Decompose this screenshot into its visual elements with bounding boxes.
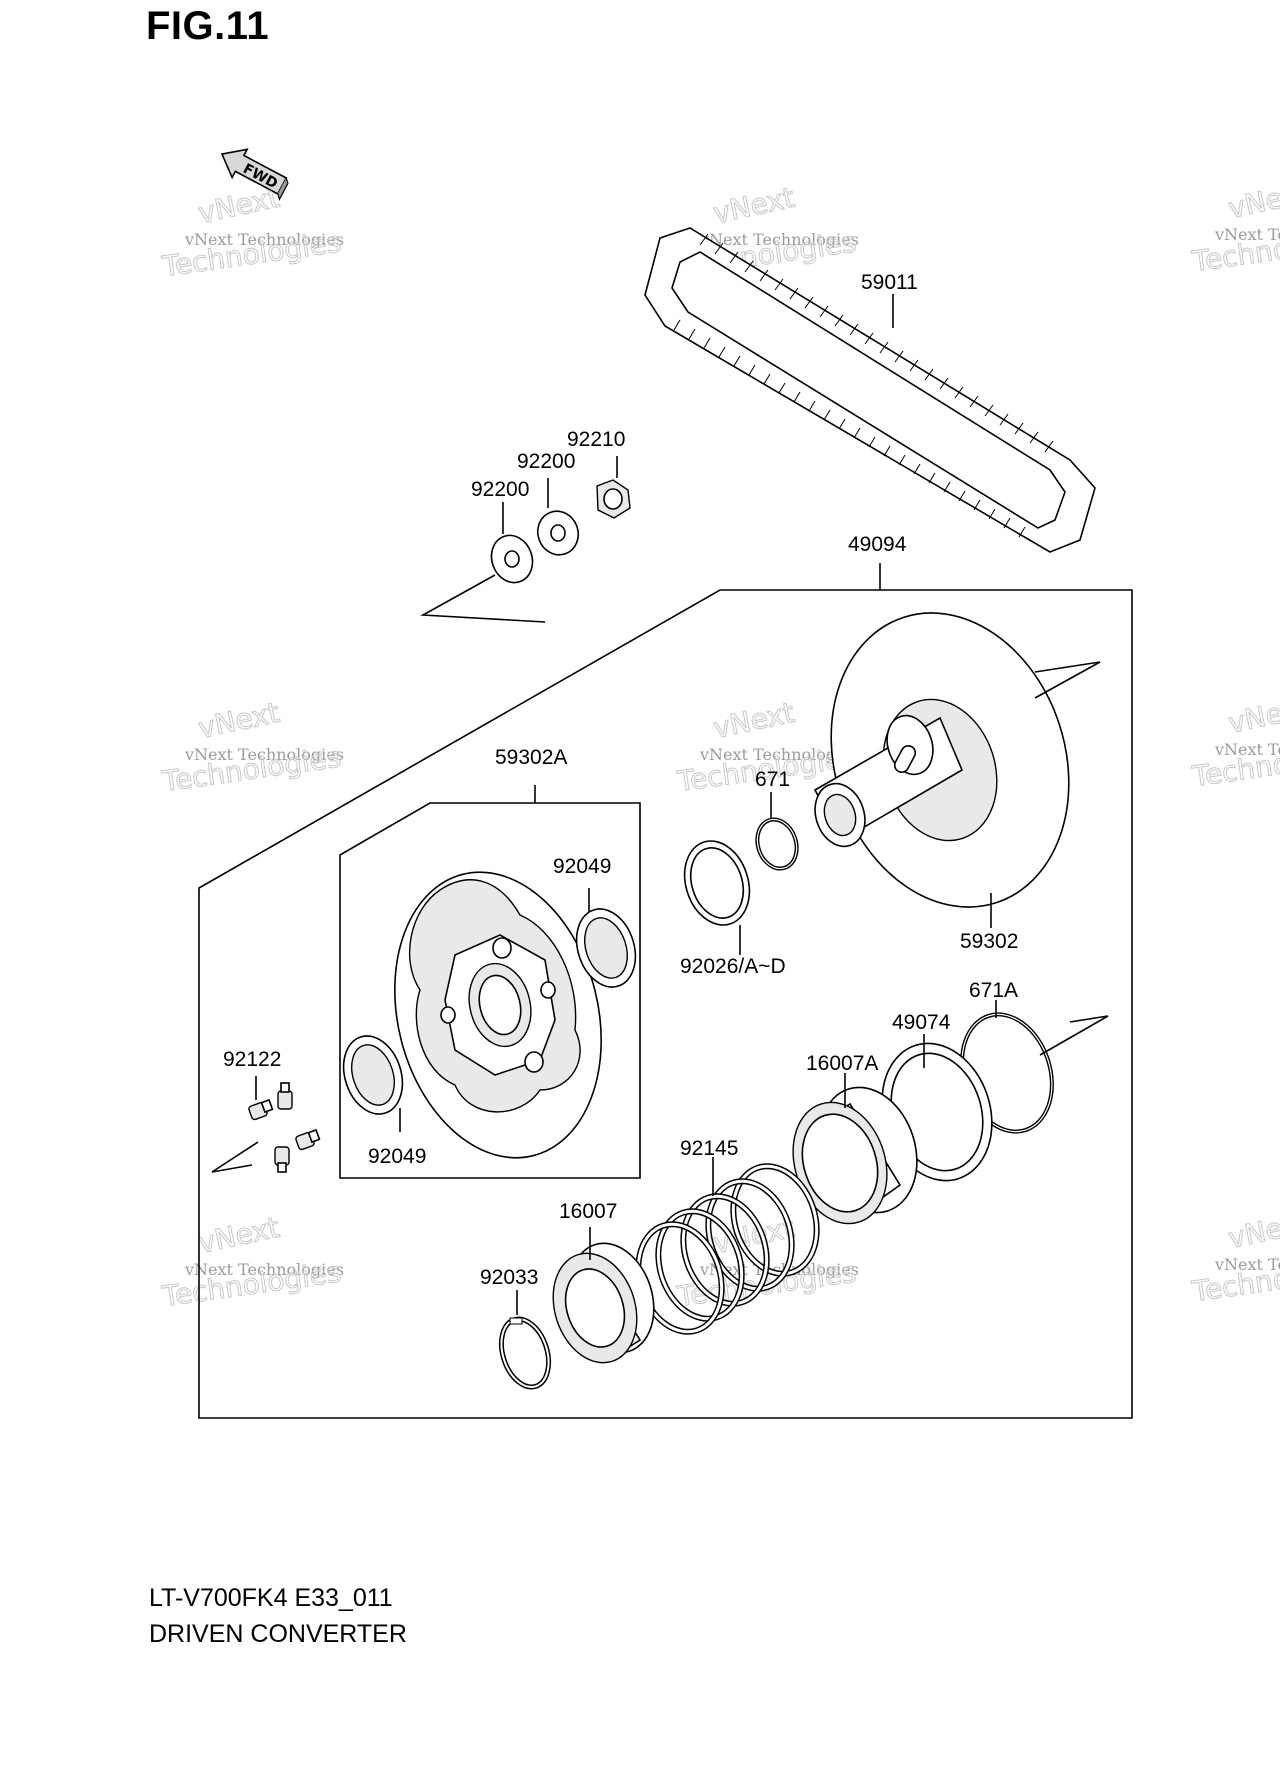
watermark-brand: vNext [1225, 691, 1280, 740]
snap-ring-92033 [498, 1290, 552, 1390]
sheave-plate-59302A [394, 871, 602, 1159]
watermark-brand: vNext [710, 181, 797, 230]
part-label-671A[interactable]: 671A [969, 979, 1018, 1002]
section-name: DRIVEN CONVERTER [149, 1620, 407, 1648]
part-label-671[interactable]: 671 [755, 768, 790, 791]
watermark-text: vNext Technologies [1214, 1255, 1280, 1274]
drive-belt [644, 227, 1096, 553]
spring-92145 [635, 1157, 820, 1335]
sheave-59302 [813, 612, 1101, 908]
part-label-49094[interactable]: 49094 [848, 533, 907, 556]
nut-92210 [596, 456, 631, 519]
leader-washer-group [420, 574, 546, 623]
watermark-text: vNext Technologies [699, 745, 859, 764]
watermark-brand: vNext [1225, 176, 1280, 225]
figure-title: FIG.11 [146, 4, 270, 48]
model-code: LT-V700FK4 E33_011 [149, 1584, 393, 1612]
washer-92200-a [490, 502, 534, 584]
part-label-59302A[interactable]: 59302A [495, 746, 567, 769]
part-label-59302[interactable]: 59302 [960, 930, 1018, 953]
watermark-text: vNext Technologies [184, 230, 344, 249]
part-label-92210[interactable]: 92210 [567, 428, 625, 451]
part-label-92049-upper[interactable]: 92049 [553, 855, 611, 878]
part-label-92049-lower[interactable]: 92049 [368, 1145, 426, 1168]
part-label-92122[interactable]: 92122 [223, 1048, 281, 1071]
part-label-92200-b[interactable]: 92200 [517, 450, 575, 473]
washer-92200-b [536, 478, 580, 556]
grease-nipple-92122 [211, 1076, 321, 1173]
watermark-text: vNext Technologies [184, 745, 344, 764]
part-label-92145[interactable]: 92145 [680, 1137, 738, 1160]
oil-seal-92049-lower [342, 1035, 404, 1132]
part-label-16007[interactable]: 16007 [559, 1200, 617, 1223]
part-label-92033[interactable]: 92033 [480, 1266, 538, 1289]
watermark-brand: vNext [1225, 1206, 1280, 1255]
watermark-text: vNext Technologies [1214, 740, 1280, 759]
part-label-92200-a[interactable]: 92200 [471, 478, 529, 501]
watermark-brand: vNext [195, 696, 282, 745]
part-label-16007A[interactable]: 16007A [806, 1052, 878, 1075]
part-label-92026[interactable]: 92026/A~D [680, 955, 786, 978]
oring-671 [755, 792, 799, 871]
watermark-text: vNext Technologies [699, 230, 859, 249]
oil-seal-92049-upper [575, 888, 637, 988]
watermark-brand: vNext [195, 1211, 282, 1260]
sub-assembly-outline [339, 802, 641, 1179]
shim-92026 [683, 840, 751, 955]
bearing-16007 [552, 1227, 655, 1364]
watermark-brand: vNext [710, 696, 797, 745]
watermark-text: vNext Technologies [184, 1260, 344, 1279]
part-label-49074[interactable]: 49074 [892, 1011, 951, 1034]
part-label-59011[interactable]: 59011 [861, 271, 918, 294]
cam-16007A [792, 1073, 918, 1225]
watermark-text: vNext Technologies [1214, 225, 1280, 244]
assembly-outline [198, 589, 1133, 1419]
